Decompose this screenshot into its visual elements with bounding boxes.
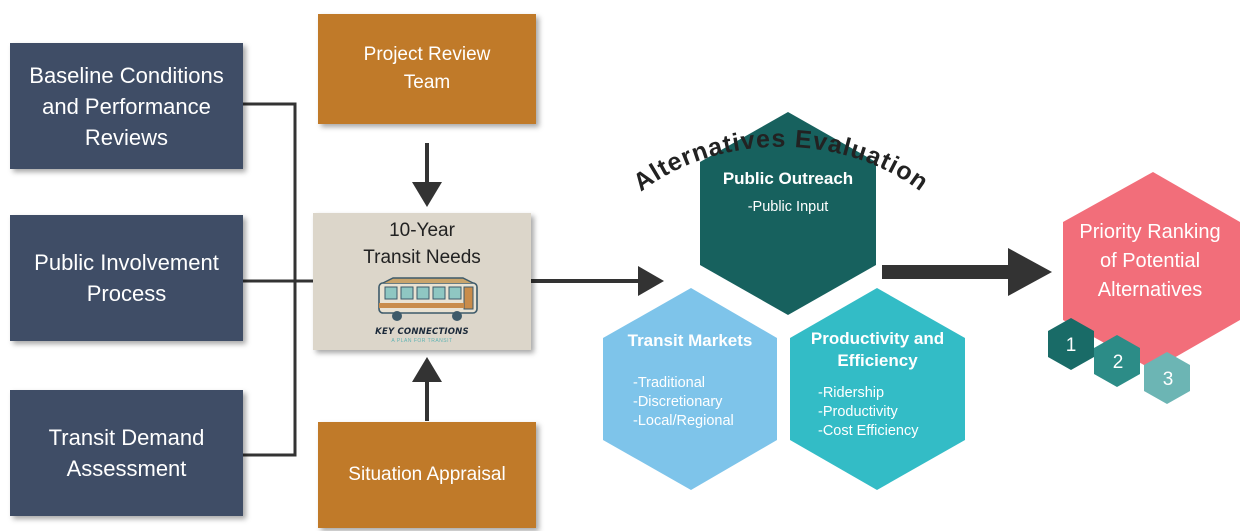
priority-hex xyxy=(1063,172,1240,370)
public-outreach-content: Public Outreach -Public Input xyxy=(700,168,876,217)
key-connections-logo-text: KEY CONNECTIONS xyxy=(375,327,469,337)
baseline-conditions-box: Baseline Conditions and Performance Revi… xyxy=(10,43,243,169)
transit-markets-hex xyxy=(603,288,777,490)
productivity-title: Productivity and Efficiency xyxy=(810,329,945,370)
public-outreach-hex xyxy=(700,112,876,315)
transit-demand-label: Transit Demand Assessment xyxy=(48,425,205,481)
public-outreach-title: Public Outreach xyxy=(722,169,854,188)
trolley-icon xyxy=(378,277,478,321)
productivity-item: -Productivity xyxy=(818,404,898,420)
public-involvement-box: Public Involvement Process xyxy=(10,215,243,341)
transit-markets-content: Transit Markets -Traditional -Discretion… xyxy=(603,330,777,431)
down-arrow-head xyxy=(412,182,442,207)
transit-needs-title: 10-Year Transit Needs xyxy=(363,220,481,268)
big-arrow-head xyxy=(1008,248,1052,296)
priority-ranking-label: Priority Ranking of Potential Alternativ… xyxy=(1079,221,1221,301)
project-review-team-box: Project Review Team xyxy=(318,14,536,124)
situation-appraisal-label: Situation Appraisal xyxy=(348,464,506,485)
rank-3-label: 3 xyxy=(1163,369,1174,390)
up-arrow-head xyxy=(412,357,442,382)
key-connections-logo-subtext: A PLAN FOR TRANSIT xyxy=(391,338,453,344)
transit-demand-box: Transit Demand Assessment xyxy=(10,390,243,516)
public-involvement-label: Public Involvement Process xyxy=(34,250,219,306)
big-arrow-shaft xyxy=(882,265,1012,279)
rank-1-hex xyxy=(1048,318,1094,370)
transit-needs-box: 10-Year Transit Needs KEY CONNECTIONS A … xyxy=(313,213,531,350)
public-outreach-item: -Public Input xyxy=(747,199,829,215)
productivity-content: Productivity and Efficiency -Ridership -… xyxy=(790,328,965,441)
rank-3-hex xyxy=(1144,352,1190,404)
rank-2-hex xyxy=(1094,335,1140,387)
baseline-conditions-label: Baseline Conditions and Performance Revi… xyxy=(29,62,224,150)
transit-markets-item: -Local/Regional xyxy=(633,413,734,429)
project-review-team-label: Project Review Team xyxy=(363,44,491,93)
transit-markets-title: Transit Markets xyxy=(627,331,753,350)
rank-2-label: 2 xyxy=(1113,352,1124,373)
productivity-item: -Ridership xyxy=(818,385,885,401)
productivity-item: -Cost Efficiency xyxy=(818,423,919,439)
productivity-hex xyxy=(790,288,965,490)
transit-markets-item: -Traditional xyxy=(633,375,705,391)
situation-appraisal-box: Situation Appraisal xyxy=(318,422,536,528)
rank-1-label: 1 xyxy=(1066,335,1077,356)
right-arrow-head xyxy=(638,266,664,296)
transit-markets-item: -Discretionary xyxy=(633,394,723,410)
